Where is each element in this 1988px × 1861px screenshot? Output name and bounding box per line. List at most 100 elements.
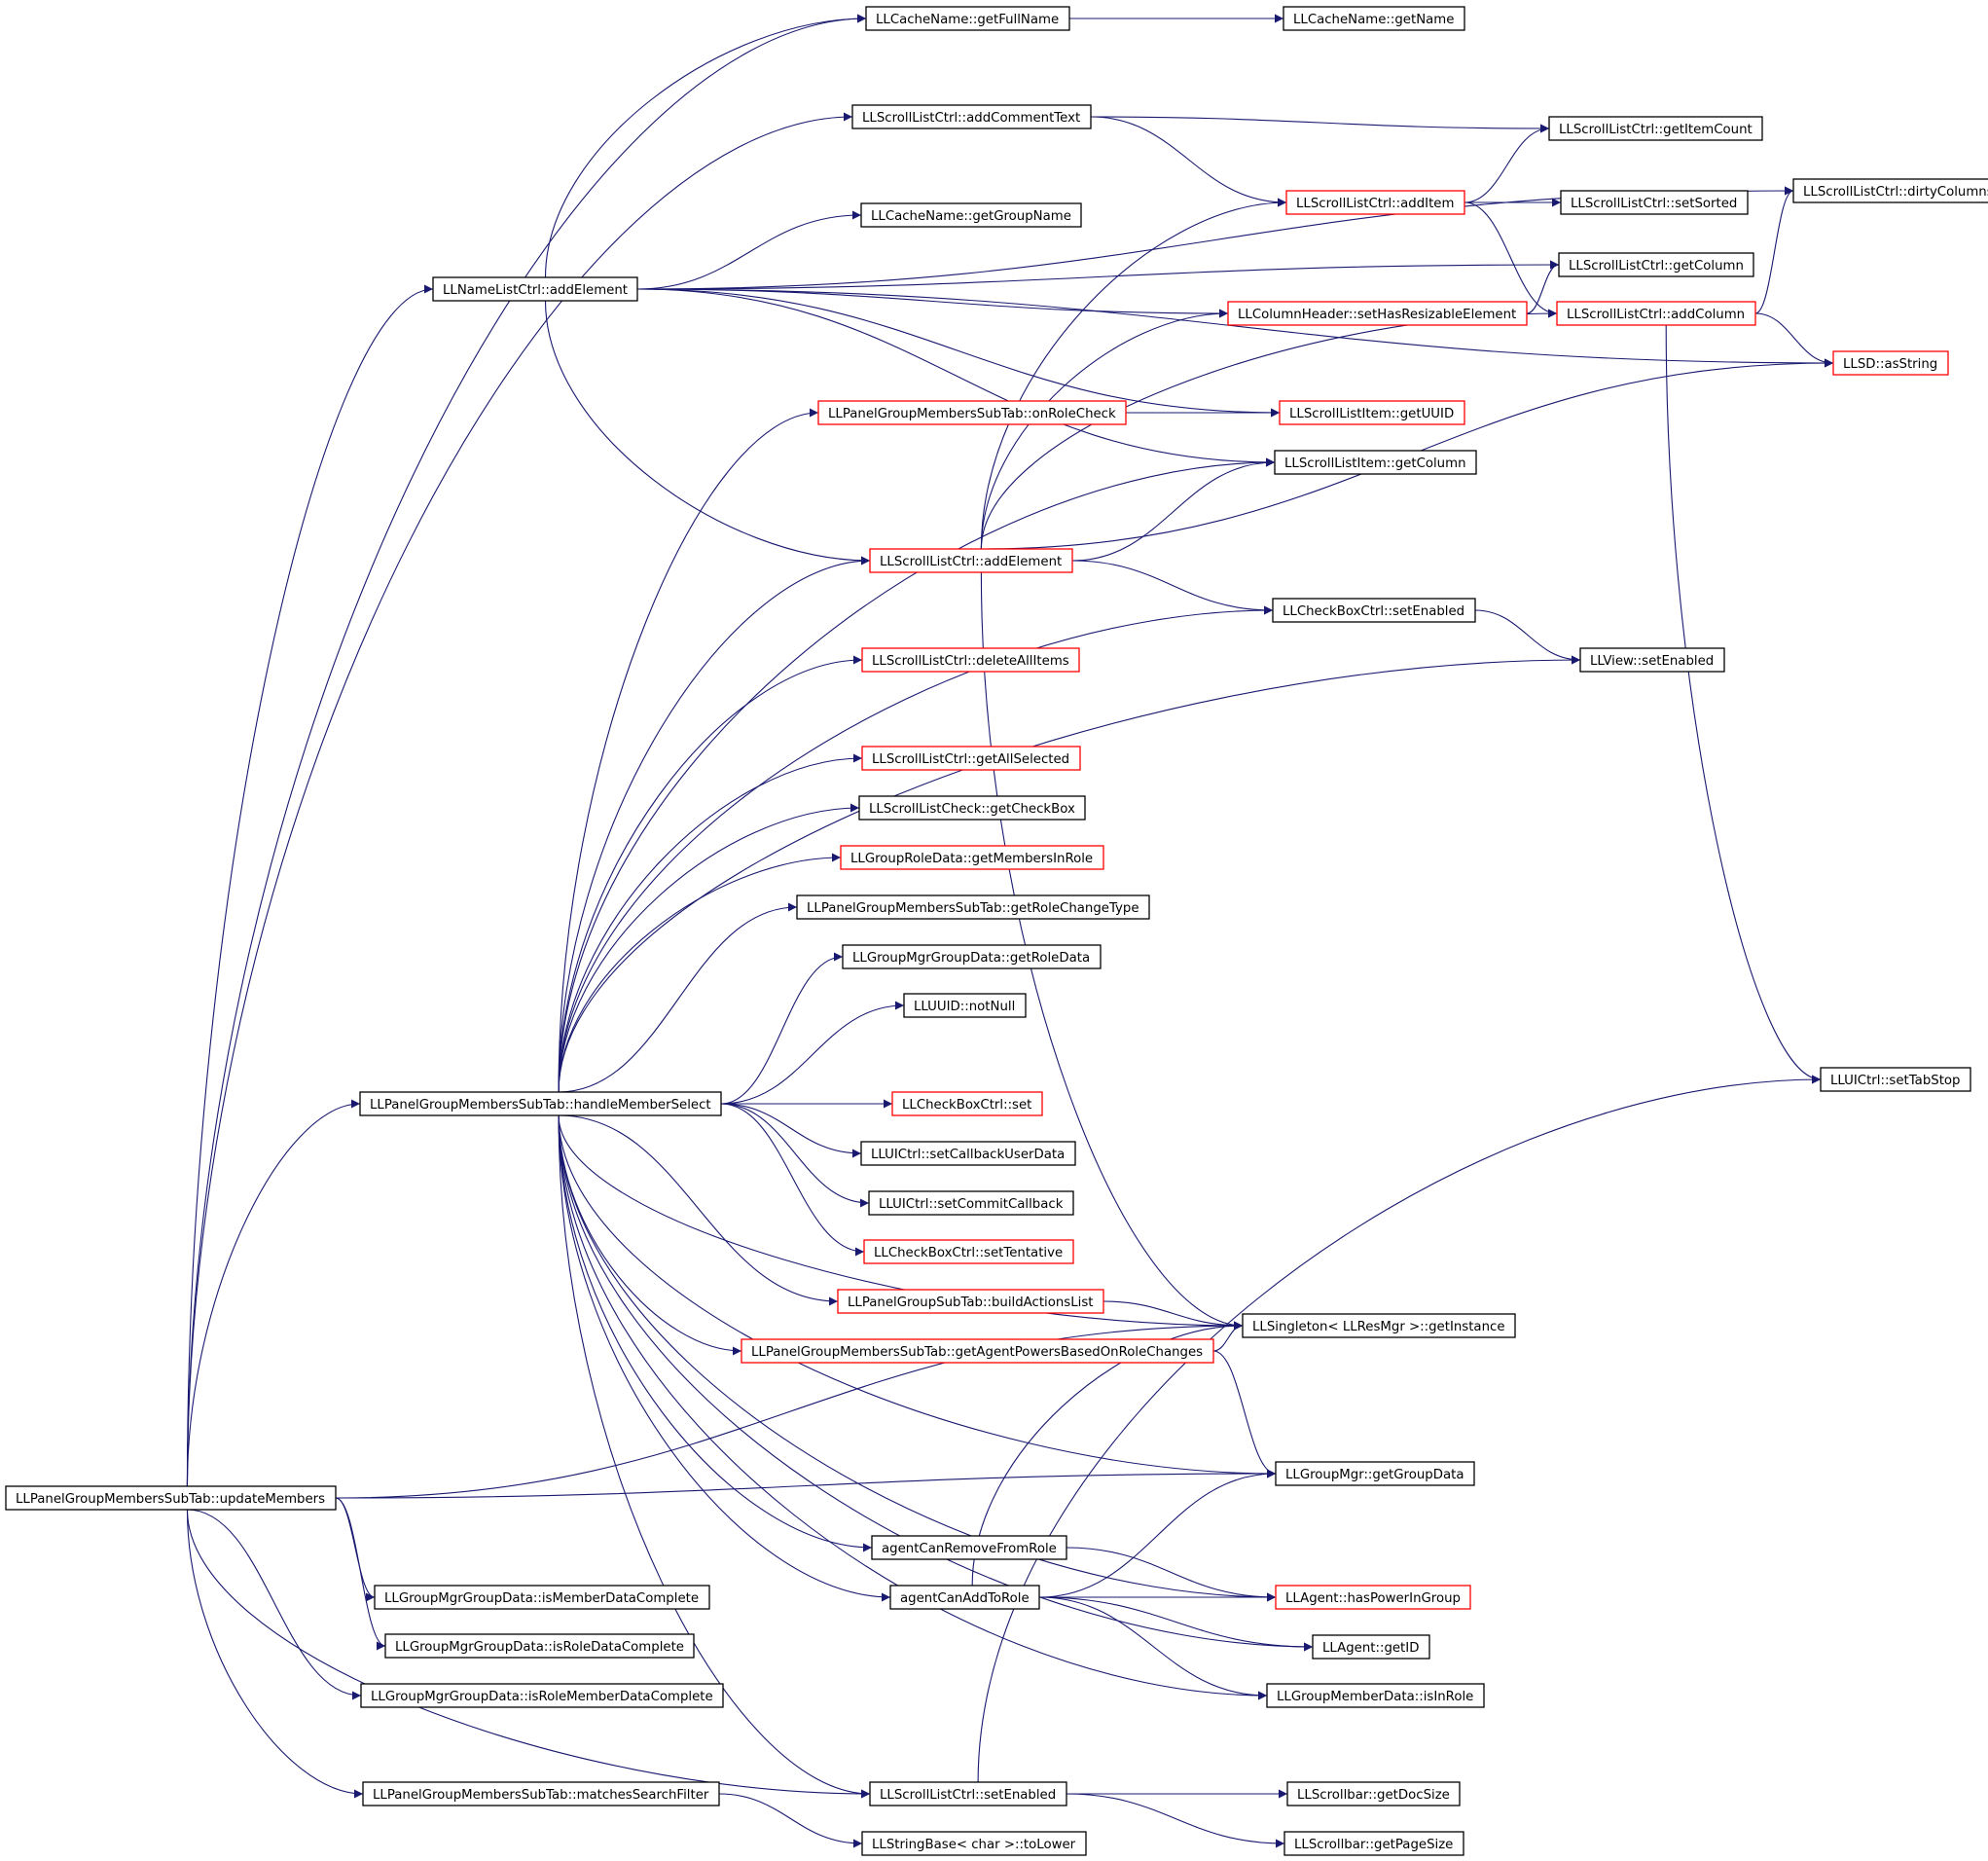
- node-label: LLPanelGroupMembersSubTab::updateMembers: [16, 1492, 325, 1507]
- node-getInstance[interactable]: LLSingleton< LLResMgr >::getInstance: [1242, 1313, 1516, 1338]
- node-getRoleData[interactable]: LLGroupMgrGroupData::getRoleData: [842, 944, 1102, 969]
- node-box: [1227, 301, 1528, 326]
- edge-handleMemberSelect-to-getMembersInRole: [558, 853, 842, 1093]
- node-sAddElement[interactable]: LLScrollListCtrl::addElement: [869, 548, 1073, 573]
- node-deleteAllItems[interactable]: LLScrollListCtrl::deleteAllItems: [861, 647, 1080, 673]
- node-getDocSize[interactable]: LLScrollbar::getDocSize: [1286, 1781, 1461, 1806]
- node-box: [741, 1338, 1214, 1364]
- node-box: [1272, 598, 1476, 623]
- node-box: [384, 1633, 695, 1659]
- node-isRoleMemberDataComplete[interactable]: LLGroupMgrGroupData::isRoleMemberDataCom…: [360, 1683, 724, 1708]
- node-box: [865, 6, 1070, 31]
- node-getMembersInRole[interactable]: LLGroupRoleData::getMembersInRole: [840, 845, 1104, 870]
- edge-addItem-to-getItemCount: [1464, 124, 1550, 203]
- node-addItem[interactable]: LLScrollListCtrl::addItem: [1285, 190, 1465, 215]
- node-box: [869, 1781, 1067, 1806]
- edge-handleMemberSelect-to-slSetEnabled: [558, 1114, 871, 1799]
- node-box: [1820, 1067, 1971, 1092]
- node-notNull[interactable]: LLUUID::notNull: [903, 993, 1027, 1018]
- edge-handleMemberSelect-to-getInstance: [558, 1114, 1244, 1331]
- edge-handleMemberSelect-to-cbSetEnabled: [558, 605, 1274, 1093]
- node-label: LLGroupMgrGroupData::getRoleData: [852, 951, 1090, 966]
- node-label: LLScrollListItem::getColumn: [1284, 456, 1466, 471]
- edge-root-to-isRoleMemberDataComplete: [187, 1509, 362, 1700]
- node-getGroupName[interactable]: LLCacheName::getGroupName: [860, 202, 1082, 228]
- edge-setHasResizable-to-sgetColumn: [1526, 260, 1560, 314]
- node-box: [851, 104, 1092, 129]
- node-isRoleDataComplete[interactable]: LLGroupMgrGroupData::isRoleDataComplete: [384, 1633, 695, 1659]
- node-box: [1558, 252, 1754, 277]
- node-label: LLSD::asString: [1843, 357, 1937, 372]
- node-agentCanRemove[interactable]: agentCanRemoveFromRole: [871, 1535, 1067, 1560]
- node-cbSetEnabled[interactable]: LLCheckBoxCtrl::setEnabled: [1272, 598, 1476, 623]
- node-getUUID[interactable]: LLScrollListItem::getUUID: [1279, 400, 1465, 425]
- node-sgetColumn[interactable]: LLScrollListCtrl::getColumn: [1558, 252, 1754, 277]
- node-hasPowerInGroup[interactable]: LLAgent::hasPowerInGroup: [1275, 1585, 1471, 1610]
- edge-root-to-getInstance: [335, 1321, 1244, 1499]
- node-box: [868, 1190, 1074, 1216]
- node-label: LLPanelGroupMembersSubTab::getAgentPower…: [751, 1345, 1203, 1360]
- node-viewSetEnabled[interactable]: LLView::setEnabled: [1579, 647, 1725, 673]
- edge-root-to-addCommentText: [186, 112, 853, 1487]
- node-getFullName[interactable]: LLCacheName::getFullName: [865, 6, 1070, 31]
- edge-nameAddElement-to-asString: [636, 288, 1834, 368]
- node-label: LLScrollListCtrl::getItemCount: [1559, 123, 1753, 137]
- edge-handleMemberSelect-to-setTentative: [720, 1103, 865, 1257]
- edge-handleMemberSelect-to-getCheckBox: [558, 803, 860, 1093]
- edge-root-to-getFullName: [186, 14, 867, 1487]
- node-getAllSelected[interactable]: LLScrollListCtrl::getAllSelected: [861, 746, 1081, 771]
- node-box: [796, 894, 1150, 920]
- edge-handleMemberSelect-to-sAddElement: [558, 556, 871, 1093]
- edge-layer: [186, 14, 1834, 1848]
- node-isMemberDataComplete[interactable]: LLGroupMgrGroupData::isMemberDataComplet…: [374, 1585, 710, 1610]
- node-nameAddElement[interactable]: LLNameListCtrl::addElement: [432, 276, 638, 302]
- node-label: LLScrollListCtrl::getColumn: [1569, 259, 1744, 274]
- node-root[interactable]: LLPanelGroupMembersSubTab::updateMembers: [5, 1485, 337, 1511]
- node-cbSet[interactable]: LLCheckBoxCtrl::set: [891, 1091, 1043, 1116]
- node-box: [1579, 647, 1725, 673]
- node-label: LLScrollListCtrl::setEnabled: [880, 1788, 1056, 1803]
- node-setCallbackUserData[interactable]: LLUICtrl::setCallbackUserData: [860, 1141, 1076, 1166]
- node-getAgentPowers[interactable]: LLPanelGroupMembersSubTab::getAgentPower…: [741, 1338, 1214, 1364]
- node-toLower[interactable]: LLStringBase< char >::toLower: [861, 1831, 1087, 1856]
- node-slSetEnabled[interactable]: LLScrollListCtrl::setEnabled: [869, 1781, 1067, 1806]
- node-buildActionsList[interactable]: LLPanelGroupSubTab::buildActionsList: [837, 1289, 1104, 1314]
- node-label: LLGroupMgrGroupData::isRoleMemberDataCom…: [371, 1690, 713, 1704]
- node-addCommentText[interactable]: LLScrollListCtrl::addCommentText: [851, 104, 1092, 129]
- node-agentCanAdd[interactable]: agentCanAddToRole: [889, 1585, 1040, 1610]
- node-setSorted[interactable]: LLScrollListCtrl::setSorted: [1560, 190, 1749, 215]
- edge-agentCanAdd-to-isInRole: [1038, 1596, 1268, 1700]
- node-asString[interactable]: LLSD::asString: [1832, 350, 1949, 376]
- node-label: LLScrollListItem::getUUID: [1289, 407, 1454, 421]
- node-box: [889, 1585, 1040, 1610]
- node-box: [1560, 190, 1749, 215]
- edge-root-to-isMemberDataComplete: [335, 1497, 376, 1602]
- node-getPageSize[interactable]: LLScrollbar::getPageSize: [1283, 1831, 1464, 1856]
- node-label: agentCanAddToRole: [900, 1591, 1030, 1606]
- node-igetColumn[interactable]: LLScrollListItem::getColumn: [1274, 450, 1477, 475]
- node-setTentative[interactable]: LLCheckBoxCtrl::setTentative: [863, 1239, 1074, 1264]
- node-box: [1275, 1461, 1475, 1486]
- node-setTabStop[interactable]: LLUICtrl::setTabStop: [1820, 1067, 1971, 1092]
- node-box: [1286, 1781, 1461, 1806]
- node-label: LLNameListCtrl::addElement: [443, 283, 628, 298]
- node-isInRole[interactable]: LLGroupMemberData::isInRole: [1266, 1683, 1485, 1708]
- edge-sAddElement-to-addItem: [980, 198, 1287, 550]
- node-getID[interactable]: LLAgent::getID: [1312, 1634, 1430, 1660]
- node-setCommitCallback[interactable]: LLUICtrl::setCommitCallback: [868, 1190, 1074, 1216]
- node-onRoleCheck[interactable]: LLPanelGroupMembersSubTab::onRoleCheck: [817, 400, 1127, 425]
- node-handleMemberSelect[interactable]: LLPanelGroupMembersSubTab::handleMemberS…: [359, 1091, 722, 1116]
- node-setHasResizable[interactable]: LLColumnHeader::setHasResizableElement: [1227, 301, 1528, 326]
- node-getItemCount[interactable]: LLScrollListCtrl::getItemCount: [1548, 116, 1763, 141]
- node-label: LLScrollbar::getPageSize: [1294, 1838, 1453, 1852]
- node-box: [860, 202, 1082, 228]
- node-getRoleChangeType[interactable]: LLPanelGroupMembersSubTab::getRoleChange…: [796, 894, 1150, 920]
- node-getName[interactable]: LLCacheName::getName: [1283, 6, 1465, 31]
- node-matchesSearchFilter[interactable]: LLPanelGroupMembersSubTab::matchesSearch…: [362, 1781, 720, 1806]
- node-addColumn[interactable]: LLScrollListCtrl::addColumn: [1556, 301, 1756, 326]
- node-getCheckBox[interactable]: LLScrollListCheck::getCheckBox: [858, 795, 1086, 821]
- edge-agentCanRemove-to-hasPowerInGroup: [1066, 1547, 1277, 1602]
- edge-cbSetEnabled-to-viewSetEnabled: [1474, 609, 1581, 665]
- node-getGroupData[interactable]: LLGroupMgr::getGroupData: [1275, 1461, 1475, 1486]
- node-dirtyColumns[interactable]: LLScrollListCtrl::dirtyColumns: [1792, 178, 1988, 203]
